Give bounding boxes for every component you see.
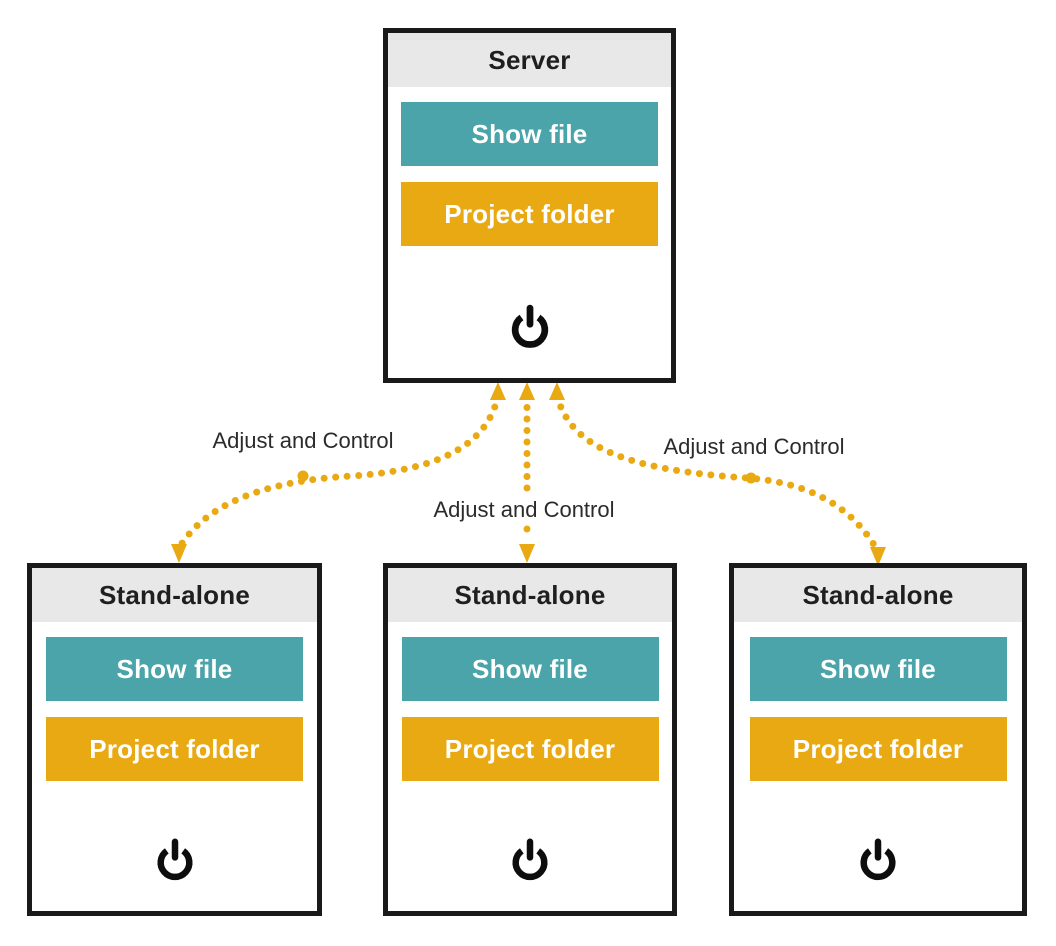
- standalone-node-2: Stand-alone Show file Project folder: [383, 563, 677, 916]
- dotted-connector-right: [553, 392, 880, 552]
- standalone-node-1: Stand-alone Show file Project folder: [27, 563, 322, 916]
- show-file-button: Show file: [401, 102, 658, 166]
- server-node: Server Show file Project folder: [383, 28, 676, 383]
- standalone-node-3: Stand-alone Show file Project folder: [729, 563, 1027, 916]
- power-icon: [503, 833, 557, 887]
- arrowhead-up-icon: [549, 382, 565, 400]
- project-folder-button: Project folder: [749, 717, 1007, 781]
- arrowhead-down-icon: [519, 544, 535, 563]
- standalone-node-title: Stand-alone: [388, 568, 672, 622]
- show-file-button: Show file: [401, 637, 659, 701]
- power-icon: [851, 833, 905, 887]
- connection-label: Adjust and Control: [663, 434, 845, 459]
- connection-label: Adjust and Control: [212, 428, 394, 453]
- server-node-title: Server: [388, 33, 671, 87]
- arrowhead-down-icon: [171, 544, 187, 563]
- server-node-body: Show file Project folder: [388, 87, 671, 378]
- project-folder-button: Project folder: [401, 717, 659, 781]
- connection-label: Adjust and Control: [433, 497, 615, 522]
- show-file-button: Show file: [46, 637, 303, 701]
- arrowhead-up-icon: [519, 382, 535, 400]
- standalone-node-body: Show file Project folder: [32, 622, 317, 911]
- connector-midpoint-dot: [745, 472, 757, 484]
- power-icon: [148, 833, 202, 887]
- standalone-node-title: Stand-alone: [734, 568, 1022, 622]
- project-folder-button: Project folder: [46, 717, 303, 781]
- standalone-node-body: Show file Project folder: [388, 622, 672, 911]
- power-icon: [503, 300, 557, 354]
- standalone-node-title: Stand-alone: [32, 568, 317, 622]
- connector-midpoint-dot: [297, 470, 309, 482]
- dotted-connector-left: [175, 392, 502, 552]
- show-file-button: Show file: [749, 637, 1007, 701]
- arrowhead-up-icon: [490, 382, 506, 400]
- standalone-node-body: Show file Project folder: [734, 622, 1022, 911]
- project-folder-button: Project folder: [401, 182, 658, 246]
